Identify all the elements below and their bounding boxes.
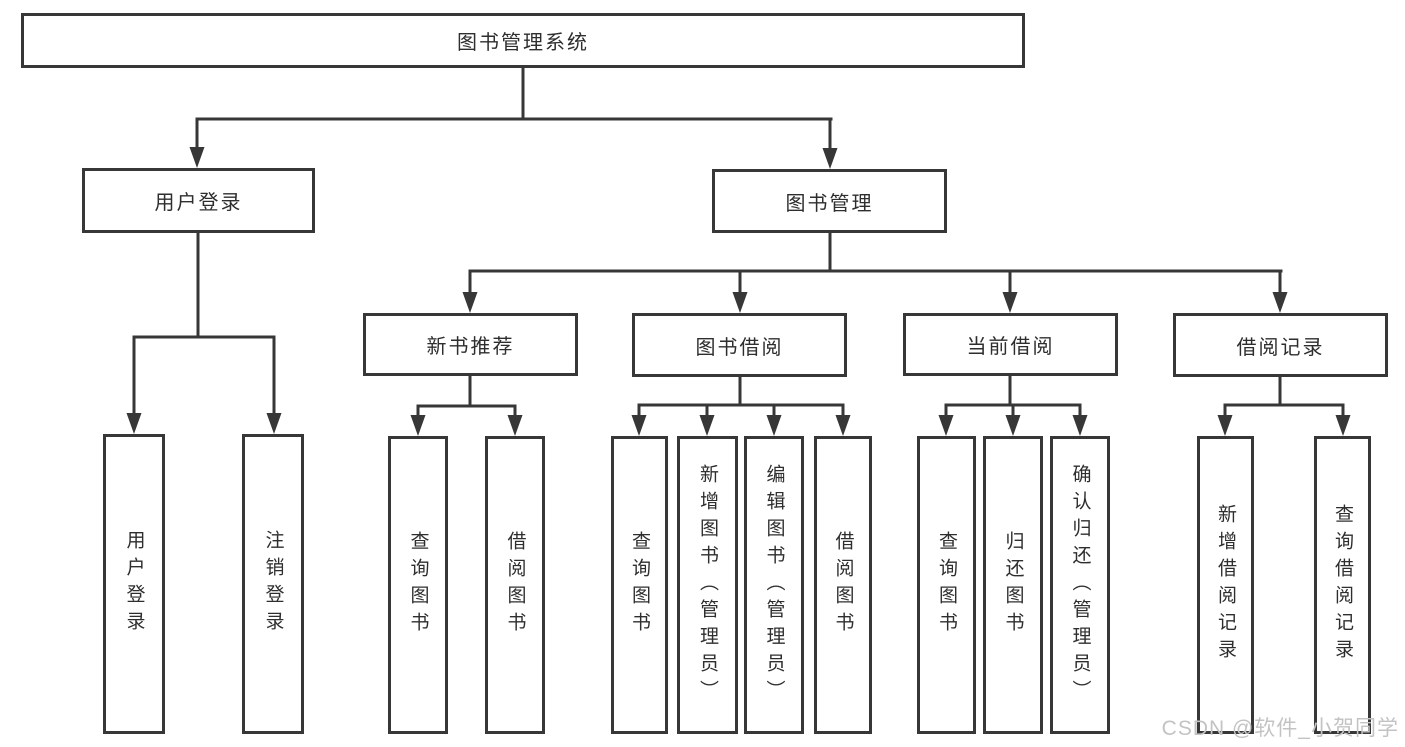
leaf-add-borrow-record-label: 新增借阅记录 (1215, 504, 1236, 666)
leaf-query-borrow-record: 查询借阅记录 (1314, 436, 1371, 734)
leaf-borrow-books-2-label: 借阅图书 (832, 531, 854, 639)
arrowheads (126, 147, 1351, 436)
leaf-confirm-return-admin-label: 确认归还（管理员） (1069, 463, 1091, 707)
leaf-query-books-2-label: 查询图书 (629, 531, 650, 639)
node-current-borrowing: 当前借阅 (903, 313, 1118, 376)
leaf-query-books-1-label: 查询图书 (407, 531, 429, 639)
node-user-login-label: 用户登录 (154, 192, 243, 214)
leaf-query-borrow-record-label: 查询借阅记录 (1332, 504, 1353, 666)
leaf-edit-book-admin: 编辑图书（管理员） (744, 436, 804, 734)
leaf-add-book-admin-label: 新增图书（管理员） (697, 463, 718, 707)
node-user-login: 用户登录 (82, 168, 315, 233)
leaf-confirm-return-admin: 确认归还（管理员） (1050, 436, 1110, 734)
node-root: 图书管理系统 (21, 13, 1025, 68)
leaf-borrow-books-2: 借阅图书 (814, 436, 872, 734)
leaf-query-books-1: 查询图书 (388, 436, 448, 734)
leaf-user-login: 用户登录 (103, 434, 165, 734)
leaf-add-borrow-record: 新增借阅记录 (1197, 436, 1254, 734)
node-current-borrowing-label: 当前借阅 (966, 336, 1055, 358)
leaf-add-book-admin: 新增图书（管理员） (677, 436, 738, 734)
node-new-book-recommend-label: 新书推荐 (426, 336, 515, 358)
leaf-query-books-3: 查询图书 (917, 436, 976, 734)
leaf-borrow-books-1: 借阅图书 (485, 436, 545, 734)
leaf-borrow-books-1-label: 借阅图书 (504, 531, 526, 639)
node-new-book-recommend: 新书推荐 (363, 313, 578, 376)
leaf-logout-label: 注销登录 (262, 530, 284, 638)
leaf-return-book: 归还图书 (983, 436, 1043, 734)
leaf-logout: 注销登录 (242, 434, 304, 734)
node-book-borrowing: 图书借阅 (632, 313, 847, 377)
leaf-query-books-3-label: 查询图书 (936, 531, 957, 639)
node-book-borrowing-label: 图书借阅 (695, 336, 784, 359)
leaf-query-books-2: 查询图书 (611, 436, 668, 734)
leaf-return-book-label: 归还图书 (1002, 531, 1024, 639)
node-book-management-label: 图书管理 (785, 192, 874, 215)
csdn-watermark: CSDN @软件_小贺同学 (1161, 717, 1399, 740)
node-root-label: 图书管理系统 (457, 32, 589, 54)
leaf-edit-book-admin-label: 编辑图书（管理员） (763, 463, 785, 707)
leaf-user-login-label: 用户登录 (123, 530, 145, 638)
node-borrow-records: 借阅记录 (1173, 313, 1388, 377)
node-borrow-records-label: 借阅记录 (1236, 336, 1325, 359)
node-book-management: 图书管理 (712, 169, 947, 233)
